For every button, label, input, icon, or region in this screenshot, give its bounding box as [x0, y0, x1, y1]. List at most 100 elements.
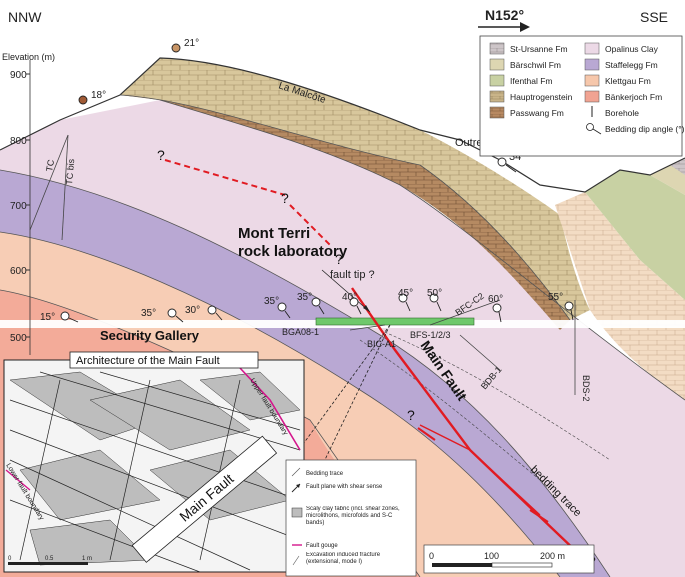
legend-swatch-barschwil [489, 58, 505, 71]
inset-upper-boundary [239, 367, 301, 451]
legend-swatch-passwang [489, 106, 505, 119]
borehole-tc-bis: TC bis [64, 158, 76, 185]
legend-swatch-hauptrogenstein [489, 90, 505, 103]
inset-legend-fault-plane: Fault plane with shear sense [306, 484, 383, 490]
elevation-tick-600: 600 [10, 266, 27, 277]
inset-legend-gouge: Fault gouge [306, 543, 338, 549]
legend-label-passwang: Passwang Fm [510, 108, 564, 118]
dip-60: 60° [488, 294, 503, 305]
legend-swatch-st-ursanne [489, 42, 505, 55]
staffelegg-layer [0, 170, 610, 577]
inset-legend-scaly: Scaly clay fabric (incl. shear zones, mi… [306, 506, 400, 526]
inset-connector [289, 324, 391, 471]
inset-legend-bedding: Bedding trace [306, 471, 344, 477]
borehole-tc: TC [44, 158, 56, 172]
legend-label-dip: Bedding dip angle (°) [605, 124, 685, 134]
inset-title: Architecture of the Main Fault [76, 355, 220, 367]
scale-tick-0: 0 [429, 551, 434, 561]
inset-legend-excavation-icon [292, 555, 300, 566]
legend-label-borehole: Borehole [605, 108, 639, 118]
legend-label-ifenthal: Ifenthal Fm [510, 76, 553, 86]
dip-45: 45° [398, 288, 413, 299]
legend-label-bankerjoch: Bänkerjoch Fm [605, 92, 662, 102]
legend-label-barschwil: Bärschwil Fm [510, 60, 561, 70]
dip-15: 15° [40, 312, 55, 323]
question-3: ? [335, 251, 343, 267]
topography-line [0, 57, 685, 193]
scale-tick-200: 200 m [540, 551, 565, 561]
opalinus-clay-layer [0, 100, 685, 577]
elevation-tick-800: 800 [10, 136, 27, 147]
inset-panel: Architecture of the Main Fault Main Faul… [3, 351, 305, 573]
azimuth-arrow-icon [478, 22, 530, 32]
dip-symbols [60, 43, 574, 323]
borehole-bic: BIC-A1 [367, 339, 396, 349]
dip-21: 21° [184, 38, 199, 49]
lab-arrow [321, 269, 371, 313]
dip-40: 40° [342, 292, 357, 303]
borehole-bfs: BFS-1/2/3 [410, 330, 451, 340]
inset-scale-1: 1 m [82, 556, 92, 562]
legend-label-klettgau: Klettgau Fm [605, 76, 651, 86]
elevation-axis: Elevation (m) 900 800 700 600 500 [2, 52, 55, 355]
legend-box: St-Ursanne Fm Bärschwil Fm Ifenthal Fm H… [479, 35, 685, 157]
ifenthal-layer [585, 170, 685, 300]
question-1: ? [157, 147, 165, 163]
borehole-bds: BDS-2 [581, 375, 591, 402]
elevation-tick-900: 900 [10, 70, 27, 81]
scale-bar: 0 100 200 m [423, 544, 595, 574]
lab-title-line1: Mont Terri [238, 225, 310, 242]
main-fault-trace [164, 159, 581, 556]
legend-label-hauptrogenstein: Hauptrogenstein [510, 92, 573, 102]
dip-30: 30° [185, 305, 200, 316]
lab-arrowhead [363, 305, 370, 312]
lab-title-line2: rock laboratory [238, 243, 348, 260]
direction-right: SSE [640, 9, 668, 25]
dip-50: 50° [427, 288, 442, 299]
inset-legend-scaly-swatch [291, 507, 303, 518]
legend-swatch-ifenthal [489, 74, 505, 87]
hauptrogenstein-layer [120, 58, 590, 320]
legend-swatch-opalinus [584, 42, 600, 55]
bedding-dash [359, 329, 611, 481]
security-gallery-label: Security Gallery [100, 328, 200, 343]
elevation-tick-700: 700 [10, 201, 27, 212]
inset-legend-fault-plane-icon [291, 483, 301, 493]
fault-tip-label: fault tip ? [330, 269, 375, 281]
question-2: ? [281, 190, 289, 206]
dip-18: 18° [91, 90, 106, 101]
dip-35a: 35° [141, 308, 156, 319]
legend-swatch-klettgau [584, 74, 600, 87]
inset-legend: Bedding trace Fault plane with shear sen… [285, 459, 417, 577]
dip-labels: 21° 18° 34° 15° 35° 30° 35° 35° 40° 45° … [40, 38, 563, 323]
azimuth-label: N152° [485, 7, 524, 23]
rock-laboratory-bar [315, 317, 475, 326]
legend-label-st-ursanne: St-Ursanne Fm [510, 44, 568, 54]
elevation-tick-500: 500 [10, 333, 27, 344]
st-ursanne-layer [670, 158, 685, 175]
legend-label-staffelegg: Staffelegg Fm [605, 60, 658, 70]
dip-55: 55° [548, 292, 563, 303]
direction-left: NNW [8, 9, 42, 25]
inset-fabric [9, 371, 301, 566]
inset-scale-05: 0.5 [45, 556, 54, 562]
legend-swatch-bankerjoch [584, 90, 600, 103]
inset-scale-0: 0 [8, 556, 12, 562]
inset-legend-bedding-icon [291, 467, 301, 477]
inset-fault-lines [9, 371, 301, 573]
scale-tick-100: 100 [484, 551, 499, 561]
dip-35c: 35° [297, 292, 312, 303]
inset-legend-excavation: Excavation induced fracture (extensional… [306, 552, 381, 565]
legend-label-opalinus: Opalinus Clay [605, 44, 659, 54]
legend-swatch-staffelegg [584, 58, 600, 71]
klettgau-layer [0, 232, 560, 577]
upper-right-peach [555, 192, 685, 400]
question-4: ? [407, 407, 415, 423]
dip-35b: 35° [264, 296, 279, 307]
borehole-bga08: BGA08-1 [282, 327, 319, 337]
legend-dip-icon [586, 123, 602, 135]
inset-lower-boundary [5, 469, 31, 491]
elevation-axis-title: Elevation (m) [2, 52, 55, 62]
